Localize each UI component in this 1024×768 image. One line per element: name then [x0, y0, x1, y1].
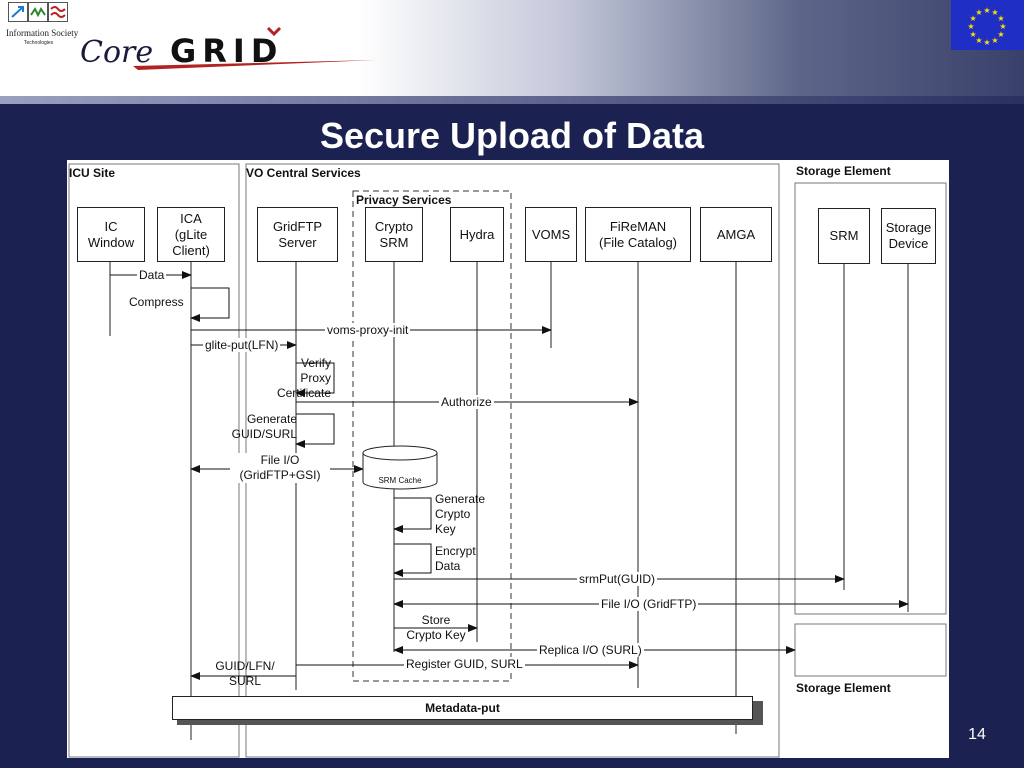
- eu-star-icon: ★: [983, 38, 990, 47]
- svg-text:Core: Core: [80, 35, 153, 70]
- privacy-services-region: [352, 190, 512, 682]
- section-vo-central: VO Central Services: [246, 166, 361, 180]
- page-number: 14: [968, 726, 986, 743]
- header-banner: [0, 0, 1024, 100]
- slide-title: Secure Upload of Data: [319, 115, 705, 156]
- ist-logo-icon-2: [28, 2, 48, 22]
- generate-key-arrow: [393, 497, 432, 533]
- eu-star-icon: ★: [967, 22, 974, 31]
- eu-star-icon: ★: [970, 14, 977, 23]
- srm-cache-cylinder: [362, 445, 438, 490]
- actor-ic-window: IC Window: [77, 207, 145, 262]
- actor-voms: VOMS: [525, 207, 577, 262]
- section-storage-element-bottom: Storage Element: [796, 681, 891, 695]
- eu-star-icon: ★: [999, 22, 1006, 31]
- section-privacy-services: Privacy Services: [356, 193, 452, 207]
- label-data: Data: [137, 268, 167, 282]
- ist-logo: Information Society Technologies: [6, 2, 78, 46]
- label-register-guid: Register GUID, SURL: [404, 657, 525, 671]
- header-strip: [0, 96, 1024, 104]
- eu-flag-icon: ★★★★★★★★★★★★: [951, 0, 1024, 50]
- actor-hydra: Hydra: [450, 207, 504, 262]
- label-return-guid: GUID/LFN/ SURL: [215, 659, 275, 688]
- svg-text:GRID: GRID: [170, 32, 283, 70]
- actor-ica: ICA (gLite Client): [157, 207, 225, 262]
- eu-star-icon: ★: [983, 6, 990, 15]
- generate-guid-arrow: [295, 413, 335, 448]
- encrypt-data-arrow: [393, 543, 432, 577]
- label-srm-put: srmPut(GUID): [577, 572, 657, 586]
- eu-star-icon: ★: [970, 30, 977, 39]
- label-authorize: Authorize: [439, 395, 494, 409]
- actor-crypto-srm: Crypto SRM: [365, 207, 423, 262]
- coregrid-logo: Core GRID: [78, 26, 378, 76]
- ist-logo-icon-3: [48, 2, 68, 22]
- label-compress: Compress: [129, 295, 184, 309]
- label-file-io-gsi: File I/O (GridFTP+GSI): [230, 453, 330, 483]
- label-file-io-gridftp: File I/O (GridFTP): [599, 597, 699, 611]
- label-generate-guid: Generate GUID/SURL: [231, 412, 297, 441]
- sequence-diagram: ICU Site VO Central Services Privacy Ser…: [67, 160, 949, 758]
- coregrid-logo-graphic: Core GRID: [80, 26, 376, 70]
- label-encrypt-data: Encrypt Data: [435, 544, 476, 573]
- actor-gridftp-server: GridFTP Server: [257, 207, 338, 262]
- label-replica-io: Replica I/O (SURL): [537, 643, 644, 657]
- eu-star-icon: ★: [997, 30, 1004, 39]
- eu-star-icon: ★: [997, 14, 1004, 23]
- verify-proxy-arrow: [295, 362, 335, 397]
- label-verify-proxy: Verify Proxy Certificate: [276, 356, 331, 400]
- eu-star-icon: ★: [991, 36, 998, 45]
- section-icu-site: ICU Site: [69, 166, 116, 180]
- ist-logo-text: Information Society: [6, 28, 79, 38]
- compress-arrow: [190, 287, 230, 322]
- label-glite-put: glite-put(LFN): [203, 338, 281, 352]
- ist-logo-subtext: Technologies: [24, 40, 54, 46]
- label-voms-proxy-init: voms-proxy-init: [325, 323, 411, 337]
- storage-element-bottom-region: [794, 623, 947, 677]
- eu-star-icon: ★: [975, 36, 982, 45]
- label-srm-cache: SRM Cache: [378, 476, 422, 485]
- actor-storage-device: Storage Device: [881, 208, 936, 264]
- actor-amga: AMGA: [700, 207, 772, 262]
- eu-star-icon: ★: [975, 8, 982, 17]
- ist-logo-icon-1: [8, 2, 28, 22]
- storage-element-top-region: [794, 182, 947, 615]
- actor-fireman: FiReMAN (File Catalog): [585, 207, 691, 262]
- eu-star-icon: ★: [991, 8, 998, 17]
- label-generate-key: Generate Crypto Key: [435, 492, 486, 536]
- label-store-key: Store Crypto Key: [406, 613, 466, 642]
- section-storage-element-top: Storage Element: [796, 164, 891, 178]
- actor-srm: SRM: [818, 208, 870, 264]
- metadata-put-bar: Metadata-put: [172, 696, 753, 720]
